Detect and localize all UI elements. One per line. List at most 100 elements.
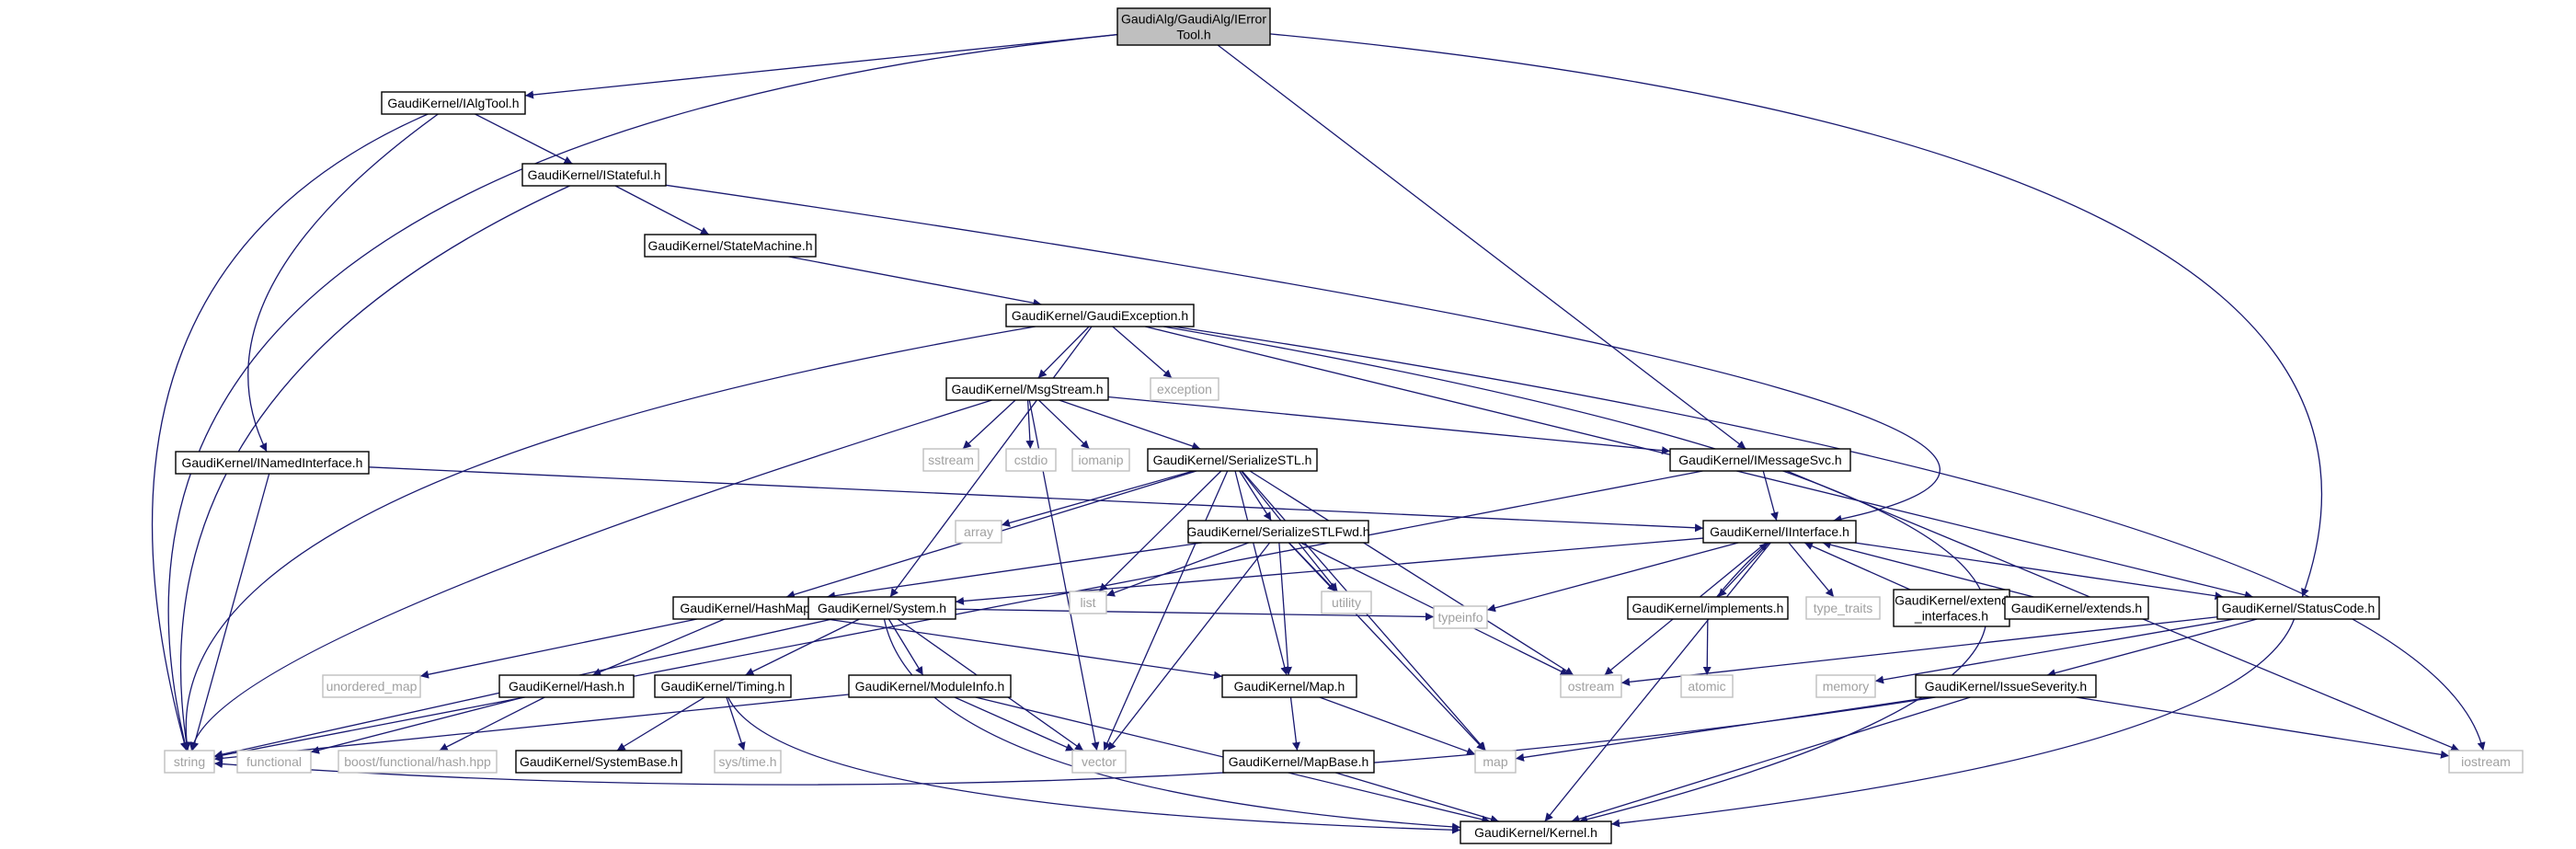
edge-serializestlfwd-to-map (1288, 542, 1486, 751)
node-box (1433, 605, 1488, 629)
node-statemachine[interactable]: GaudiKernel/StateMachine.h (644, 234, 817, 258)
node-box (1147, 448, 1318, 472)
node-issueseverity[interactable]: GaudiKernel/IssueSeverity.h (1915, 674, 2097, 698)
edge-timing-to-kernel (727, 696, 1461, 834)
edge-serializestl-to-list (1098, 470, 1222, 592)
node-box (1460, 820, 1612, 844)
edge-iinterface-to-statuscode (1854, 542, 2224, 601)
edge-iinterface-to-typeinfo (1486, 542, 1739, 613)
node-label: sys/time.h (718, 754, 776, 769)
node-exception: exception (1150, 377, 1219, 401)
edge-hashmap-to-hash (591, 618, 726, 676)
node-label: sstream (928, 453, 974, 467)
edge-imessagesvc-to-iinterface (1762, 470, 1779, 522)
node-label: GaudiKernel/implements.h (1632, 601, 1784, 615)
node-label: GaudiKernel/System.h (818, 601, 946, 615)
node-map_h[interactable]: GaudiKernel/Map.h (1221, 674, 1357, 698)
node-statuscode[interactable]: GaudiKernel/StatusCode.h (2216, 596, 2380, 620)
edge-istateful-to-iinterface (665, 184, 1941, 523)
edge-ierrortool-to-string (167, 33, 1118, 751)
node-extend_interfaces[interactable]: GaudiKernel/extend_interfaces.h (1893, 589, 2010, 627)
edge-serializestl-to-serializestlfwd (1239, 470, 1272, 522)
node-label: GaudiAlg/GaudiAlg/IError (1121, 12, 1266, 27)
node-hash[interactable]: GaudiKernel/Hash.h (498, 674, 635, 698)
node-gaudiexception[interactable]: GaudiKernel/GaudiException.h (1005, 304, 1195, 327)
node-box (1669, 448, 1851, 472)
node-box (1150, 377, 1219, 401)
node-iinterface[interactable]: GaudiKernel/IInterface.h (1702, 520, 1857, 544)
node-label: atomic (1688, 679, 1725, 694)
edge-hash-to-boosthash (439, 696, 545, 751)
edge-inamedinterface-to-string (190, 473, 270, 751)
edge-imessagesvc-to-string (213, 470, 1703, 760)
node-serializestlfwd[interactable]: GaudiKernel/SerializeSTLFwd.h (1186, 520, 1370, 544)
edge-msgstream-to-serializestl (1059, 399, 1201, 451)
node-systembase[interactable]: GaudiKernel/SystemBase.h (515, 750, 682, 774)
node-inamedinterface[interactable]: GaudiKernel/INamedInterface.h (175, 451, 370, 475)
node-label: GaudiKernel/extends.h (2011, 601, 2142, 615)
edge-serializestl-to-ostream (1249, 470, 1574, 676)
node-label: GaudiKernel/Map.h (1234, 679, 1345, 694)
edge-system-to-timing (745, 618, 860, 676)
node-timing[interactable]: GaudiKernel/Timing.h (654, 674, 792, 698)
node-box (236, 750, 312, 774)
node-label: GaudiKernel/StateMachine.h (648, 238, 813, 253)
node-msgstream[interactable]: GaudiKernel/MsgStream.h (945, 377, 1109, 401)
node-label: boost/functional/hash.hpp (344, 754, 491, 769)
node-extends[interactable]: GaudiKernel/extends.h (2004, 596, 2149, 620)
node-label: typeinfo (1437, 610, 1483, 625)
node-box (1005, 448, 1057, 472)
node-hashmap[interactable]: GaudiKernel/HashMap.h (672, 596, 829, 620)
edge-istateful-to-statemachine (614, 185, 710, 235)
node-atomic: atomic (1680, 674, 1734, 698)
node-box (955, 520, 1002, 544)
node-type_traits: type_traits (1805, 596, 1881, 620)
node-label: ostream (1568, 679, 1615, 694)
node-implements[interactable]: GaudiKernel/implements.h (1627, 596, 1789, 620)
edge-issueseverity-to-string (213, 696, 1936, 786)
edge-serializestlfwd-to-vector (1106, 542, 1271, 751)
node-mapbase[interactable]: GaudiKernel/MapBase.h (1222, 750, 1375, 774)
node-box (1627, 596, 1789, 620)
edge-map_h-to-map (1319, 696, 1476, 756)
node-ialgtool[interactable]: GaudiKernel/IAlgTool.h (381, 91, 526, 115)
edge-issueseverity-to-map (1515, 696, 1931, 762)
edge-ialgtool-to-string (151, 113, 429, 751)
node-array: array (955, 520, 1002, 544)
node-label: iomanip (1078, 453, 1123, 467)
node-label: GaudiKernel/GaudiException.h (1012, 308, 1188, 323)
node-box (381, 91, 526, 115)
node-string: string (164, 750, 215, 774)
node-istateful[interactable]: GaudiKernel/IStateful.h (521, 163, 667, 187)
edge-msgstream-to-imessagesvc (1107, 396, 1671, 455)
node-label: GaudiKernel/Timing.h (661, 679, 785, 694)
node-box (1560, 674, 1622, 698)
edge-istateful-to-string (179, 185, 570, 751)
node-box (1221, 674, 1357, 698)
node-box (1321, 591, 1372, 614)
edge-implements-to-atomic (1702, 618, 1712, 676)
node-box (1071, 750, 1127, 774)
edge-statuscode-to-memory (1874, 618, 2235, 684)
edge-iinterface-to-implements (1717, 542, 1770, 598)
edge-system-to-kernel (883, 618, 1461, 832)
node-label: GaudiKernel/ModuleInfo.h (855, 679, 1005, 694)
node-label: GaudiKernel/SerializeSTLFwd.h (1186, 524, 1369, 539)
node-serializestl[interactable]: GaudiKernel/SerializeSTL.h (1147, 448, 1318, 472)
node-list: list (1069, 591, 1107, 614)
node-imessagesvc[interactable]: GaudiKernel/IMessageSvc.h (1669, 448, 1851, 472)
edge-iinterface-to-type_traits (1788, 542, 1835, 598)
node-map: map (1474, 750, 1517, 774)
edges-layer (151, 33, 2486, 834)
node-label: utility (1332, 595, 1361, 610)
node-systime: sys/time.h (714, 750, 782, 774)
node-moduleinfo[interactable]: GaudiKernel/ModuleInfo.h (848, 674, 1012, 698)
node-label: GaudiKernel/HashMap.h (680, 601, 820, 615)
node-box (338, 750, 498, 774)
node-kernel[interactable]: GaudiKernel/Kernel.h (1460, 820, 1612, 844)
node-system[interactable]: GaudiKernel/System.h (807, 596, 956, 620)
node-box (1005, 304, 1195, 327)
node-label: array (964, 524, 993, 539)
edge-serializestlfwd-to-hashmap (826, 542, 1203, 601)
